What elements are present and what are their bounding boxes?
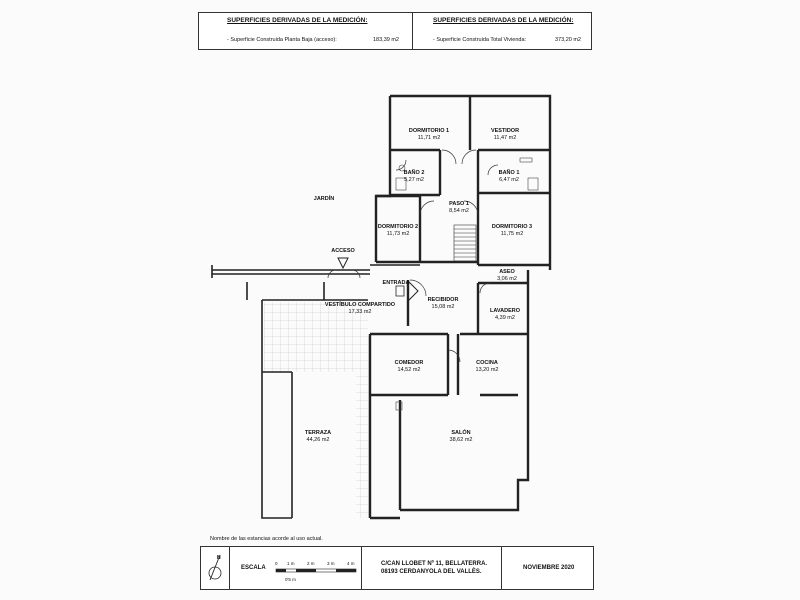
header-divider [412,13,413,49]
entrada-arrow [395,285,405,297]
room-name: LAVADERO [489,308,521,314]
north-label: N [217,555,221,561]
room-area: 11,47 m2 [493,134,517,141]
room-name: DORMITORIO 3 [491,224,533,230]
room-name: RECIBIDOR [427,297,459,303]
room-area: 6,47 m2 [499,176,519,183]
label-jardin: JARDÍN [313,196,335,202]
room-area: 44,26 m2 [306,436,330,443]
footer-title-block: N ESCALA 0 1 m 2 m 3 m 4 m 0'5 m C/CAN L… [200,546,594,590]
room-area: 3,06 m2 [497,275,517,282]
room-name: DORMITORIO 1 [408,128,450,134]
label-acceso: ACCESO [331,248,355,254]
room-area: 13,20 m2 [475,366,499,373]
header-left-line: - Superficie Construida Planta Baja (acc… [227,37,337,43]
north-arrow-icon: N [208,554,222,581]
room-names-note: Nombre de las estancias acorde al uso ac… [210,536,323,542]
stairs [453,224,477,262]
room-name: BAÑO 2 [403,170,425,176]
terrace-walls [211,264,420,519]
room-name: VESTIDOR [490,128,520,134]
header-right-value: 373,20 m2 [555,37,581,43]
room-name: DORMITORIO 2 [377,224,419,230]
footer-separator [361,547,362,589]
scale-bar [275,568,357,573]
plan-date: NOVIEMBRE 2020 [523,565,575,571]
room-area: 5,27 m2 [404,176,424,183]
room-area: 11,71 m2 [417,134,441,141]
room-area: 8,54 m2 [449,207,469,214]
room-area: 17,33 m2 [348,308,372,315]
footer-separator [229,547,230,589]
outer-walls [368,94,552,520]
header-left-title: SUPERFICIES DERIVADAS DE LA MEDICIÓN: [227,17,368,24]
room-area: 14,52 m2 [397,366,421,373]
scale-tick-0: 0 [275,561,278,566]
scale-tick-3: 3 m [327,561,335,566]
header-left-value: 183,39 m2 [373,37,399,43]
address-line-2: 08193 CERDANYOLA DEL VALLÈS. [381,569,482,575]
room-name: ASEO [499,269,515,275]
room-name: PASO 1 [449,201,469,207]
terraza-floor [262,302,370,518]
address-line-1: C/CAN LLOBET Nº 11, BELLATERRA. [381,561,488,567]
room-name: COMEDOR [394,360,424,366]
header-right-line: - Superficie Construida Total Vivienda: [433,37,527,43]
header-right-title: SUPERFICIES DERIVADAS DE LA MEDICIÓN: [433,17,574,24]
footer-separator [501,547,502,589]
room-name: TERRAZA [304,430,332,436]
room-name: BAÑO 1 [498,170,520,176]
room-area: 15,08 m2 [431,303,455,310]
room-name: COCINA [476,360,498,366]
room-area: 38,62 m2 [449,436,473,443]
scale-tick-1: 1 m [287,561,295,566]
room-area: 11,75 m2 [500,230,524,237]
entrada-arrow-head [407,279,419,303]
scale-sub-label: 0'5 m [285,577,296,582]
room-area: 4,39 m2 [495,314,515,321]
scale-title: ESCALA [241,565,266,571]
fixtures [395,157,539,411]
label-entrada: ENTRADA [382,280,410,286]
room-name: VESTÍBULO COMPARTIDO [324,302,396,308]
room-area: 11,73 m2 [386,230,410,237]
room-name: SALÓN [451,430,471,436]
surface-header: SUPERFICIES DERIVADAS DE LA MEDICIÓN: - … [198,12,592,50]
acceso-arrow [337,257,349,270]
scale-tick-2: 2 m [307,561,315,566]
door-swings [327,149,499,363]
scale-tick-4: 4 m [347,561,355,566]
